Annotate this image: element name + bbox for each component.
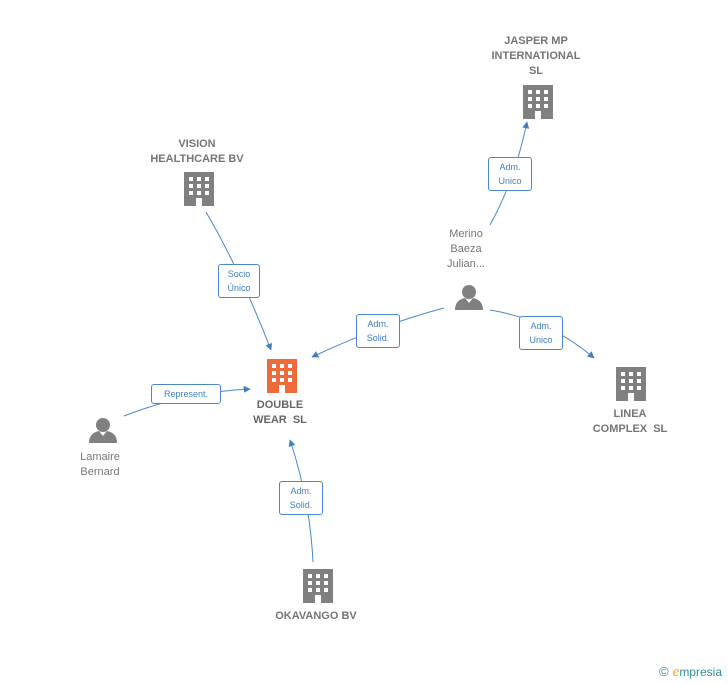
node-label-linea[interactable]: LINEA COMPLEX SL (575, 407, 685, 437)
node-label-jasper[interactable]: JASPER MP INTERNATIONAL SL (476, 34, 596, 79)
edge-label-line: Socio (227, 269, 251, 279)
node-label-okavango[interactable]: OKAVANGO BV (258, 609, 374, 624)
building-icon (303, 569, 333, 603)
label-line: LINEA (613, 408, 647, 420)
edge-label-line: Unico (529, 335, 553, 345)
label-line: OKAVANGO BV (275, 610, 357, 622)
node-label-double[interactable]: DOUBLE WEAR SL (230, 398, 330, 428)
edge-label-line: Adm. (367, 319, 389, 329)
edge-label-merino-linea[interactable]: Adm. Unico (519, 316, 563, 350)
empresia-logo: ©empresia (659, 664, 722, 681)
edge-label-merino-jasper[interactable]: Adm. Unico (488, 157, 532, 191)
label-line: Lamaire (80, 451, 120, 463)
node-label-merino[interactable]: Merino Baeza Julian... (426, 227, 506, 272)
label-line: HEALTHCARE BV (150, 153, 244, 165)
edge-label-vision-double[interactable]: Socio Único (218, 264, 260, 298)
label-line: VISION (178, 138, 216, 150)
edge-label-line: Único (227, 283, 251, 293)
label-line: DOUBLE (256, 399, 304, 411)
building-icon (616, 367, 646, 401)
edge-label-merino-double[interactable]: Adm. Solid. (356, 314, 400, 348)
logo-text: mpresia (679, 665, 722, 679)
building-icon (184, 172, 214, 206)
logo-initial: e (672, 664, 680, 680)
label-line: WEAR SL (253, 414, 307, 426)
edge-label-okavango-double[interactable]: Adm. Solid. (279, 481, 323, 515)
edge-label-line: Unico (498, 176, 522, 186)
copyright-symbol: © (659, 664, 669, 679)
edge-label-line: Represent. (163, 389, 209, 399)
label-line: JASPER MP (504, 35, 568, 47)
person-icon (89, 418, 117, 443)
label-line: INTERNATIONAL (491, 50, 581, 62)
node-label-vision[interactable]: VISION HEALTHCARE BV (137, 137, 257, 167)
edge-label-line: Adm. (290, 486, 312, 496)
label-line: Baeza (450, 243, 482, 255)
node-label-lamaire[interactable]: Lamaire Bernard (60, 450, 140, 480)
edge-label-line: Adm. (499, 162, 521, 172)
building-icon (523, 85, 553, 119)
main-building-icon (267, 359, 297, 393)
edge-label-lamaire-double[interactable]: Represent. (151, 384, 221, 404)
label-line: Bernard (80, 466, 120, 478)
label-line: SL (528, 65, 544, 77)
label-line: COMPLEX SL (592, 423, 668, 435)
edge-label-line: Solid. (289, 500, 313, 510)
label-line: Merino (449, 228, 483, 240)
edge-label-line: Adm. (530, 321, 552, 331)
person-icon (455, 285, 483, 310)
label-line: Julian... (447, 258, 485, 270)
edge-label-line: Solid. (366, 333, 390, 343)
